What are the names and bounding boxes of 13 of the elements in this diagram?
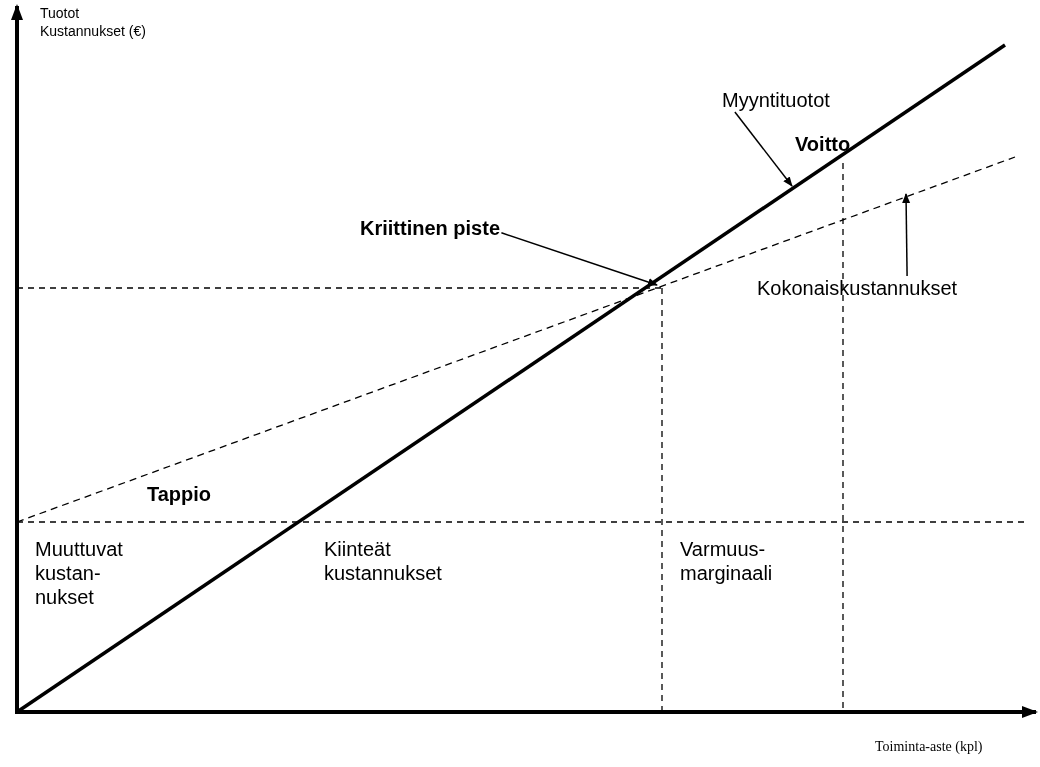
axis-title: Tuotot Kustannukset (€) xyxy=(40,4,147,40)
region-label: Muuttuvat kustan- nukset xyxy=(35,537,124,609)
region-label: Tappio xyxy=(147,482,213,506)
region-label: Kiinteät kustannukset xyxy=(324,537,443,585)
region-label: Voitto xyxy=(795,132,852,156)
axis-title: Toiminta-aste (kpl) xyxy=(875,738,984,756)
callout-text: Myyntituotot xyxy=(722,88,830,112)
leader-line xyxy=(734,111,793,187)
callout-text: Kokonaiskustannukset xyxy=(757,276,958,300)
callout-text: Kriittinen piste xyxy=(360,216,500,240)
region-label: Varmuus- marginaali xyxy=(680,537,774,585)
leader-line xyxy=(902,193,911,277)
leader-line xyxy=(500,232,658,286)
